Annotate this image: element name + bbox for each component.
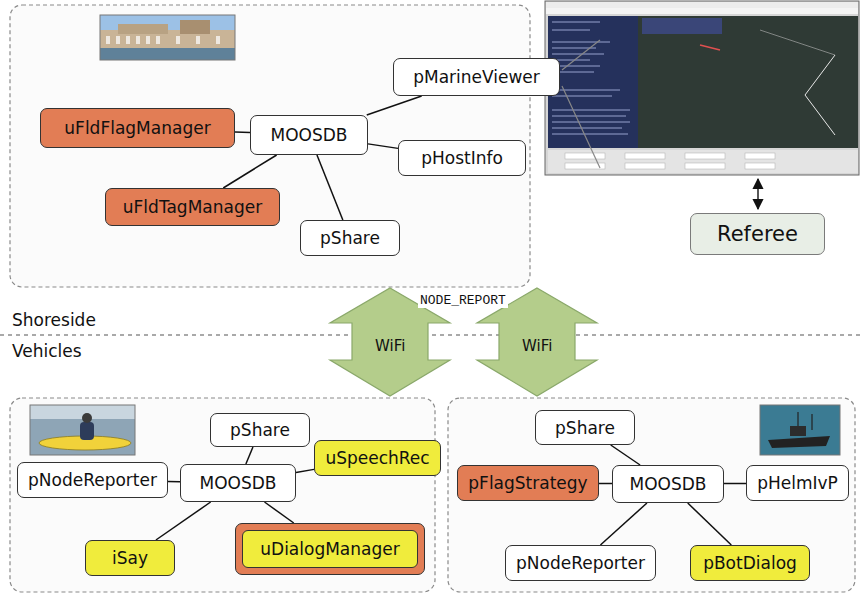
boathouse-photo	[100, 15, 235, 60]
node-label: pShare	[555, 418, 615, 438]
process-box: pHostInfo	[398, 140, 526, 176]
connector-line	[235, 131, 250, 133]
process-box: pMarineViewer	[393, 58, 560, 96]
node-label: MOOSDB	[630, 474, 707, 494]
node-label: pHostInfo	[421, 148, 503, 168]
node-label: MOOSDB	[200, 473, 277, 493]
process-box: pNodeReporter	[505, 545, 656, 581]
node-label: Referee	[717, 222, 798, 246]
connector-line	[264, 502, 293, 523]
divider-line	[0, 334, 863, 335]
node-label: pShare	[320, 228, 380, 248]
leader-line	[562, 86, 600, 168]
connector-line	[367, 96, 422, 115]
process-box: pShare	[300, 220, 400, 256]
connector-line	[688, 503, 732, 545]
node-label: pShare	[230, 420, 290, 440]
node-label: pMarineViewer	[413, 67, 540, 87]
connector-line	[296, 469, 314, 472]
region-label: Vehicles	[12, 341, 82, 361]
node-label: uDialogManager	[242, 530, 418, 568]
process-box: pNodeReporter	[17, 462, 168, 498]
node-label: uSpeechRec	[325, 448, 429, 468]
node-label: pBotDialog	[703, 553, 797, 573]
node-label: uFldTagManager	[123, 197, 262, 217]
connector-line	[156, 502, 211, 540]
node-label: pFlagStrategy	[468, 473, 587, 493]
process-box: uFldFlagManager	[40, 108, 235, 148]
vehicle-panel	[448, 398, 855, 592]
node-label: uFldFlagManager	[64, 118, 210, 138]
connector-line	[724, 483, 746, 485]
link-label: WiFi	[375, 337, 405, 355]
actor-box: Referee	[690, 213, 825, 255]
process-box: uFldTagManager	[105, 188, 280, 226]
process-box: pShare	[210, 413, 310, 447]
connector-line	[317, 155, 343, 220]
boat-photo	[760, 405, 840, 455]
node-label: pNodeReporter	[28, 470, 157, 490]
process-box: uDialogManager	[235, 523, 425, 575]
link-label: WiFi	[522, 337, 552, 355]
node-label: pNodeReporter	[516, 553, 645, 573]
node-label: pHelmIvP	[757, 473, 838, 493]
process-box: pShare	[535, 410, 635, 445]
process-box: pHelmIvP	[746, 465, 849, 501]
vehicle-panel	[10, 398, 435, 592]
process-box: uSpeechRec	[314, 440, 441, 476]
connector-line	[599, 483, 612, 485]
connector-line	[223, 155, 276, 188]
viewer-screenshot	[545, 1, 859, 175]
interaction-arrow	[757, 179, 758, 209]
kayak-photo	[30, 405, 135, 455]
node-label: MOOSDB	[271, 125, 348, 145]
connector-line	[368, 144, 398, 149]
process-box: pBotDialog	[690, 545, 810, 581]
connector-line	[168, 481, 180, 483]
process-box: iSay	[85, 540, 175, 576]
connector-line	[611, 445, 640, 465]
region-label: Shoreside	[12, 310, 96, 330]
node-label: iSay	[112, 548, 148, 568]
process-box: MOOSDB	[180, 464, 296, 502]
connector-line	[246, 447, 253, 464]
process-box: pFlagStrategy	[457, 465, 599, 501]
connector-line	[600, 503, 647, 545]
process-box: MOOSDB	[612, 465, 724, 503]
signal-label: NODE_REPORT	[418, 293, 508, 308]
shoreside-panel	[10, 5, 530, 287]
process-box: MOOSDB	[250, 115, 368, 155]
leader-line	[562, 40, 600, 70]
